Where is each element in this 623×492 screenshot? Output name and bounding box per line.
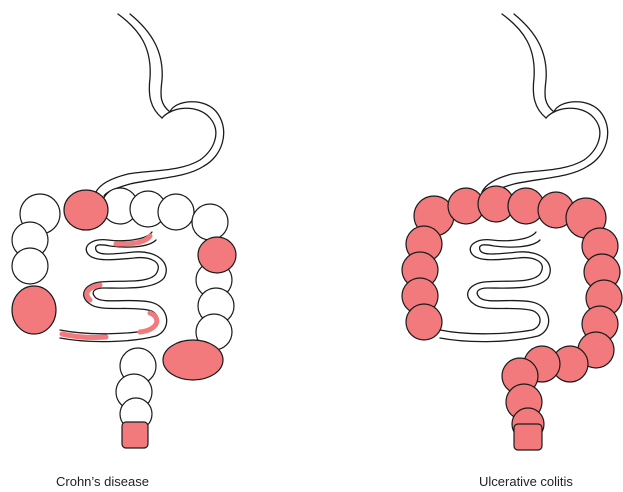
- uc-inflamed-colon: [402, 186, 622, 450]
- crohns-small-intestine: [60, 232, 167, 342]
- ulcerative-colitis-caption: Ulcerative colitis: [479, 474, 573, 489]
- uc-esophagus: [502, 14, 554, 118]
- crohns-patch-transverse: [64, 190, 108, 230]
- crohns-esophagus: [118, 14, 170, 118]
- crohns-patch-ascending: [12, 286, 56, 334]
- crohns-disease-caption: Crohn’s disease: [56, 474, 149, 489]
- crohns-disease-panel: [12, 14, 236, 448]
- crohns-patch-sigmoid: [163, 340, 223, 380]
- uc-small-intestine: [440, 232, 550, 342]
- ulcerative-colitis-panel: [402, 14, 622, 450]
- crohns-patch-rectum: [122, 422, 148, 448]
- uc-stomach: [482, 102, 608, 196]
- crohns-patch-descending: [198, 237, 236, 273]
